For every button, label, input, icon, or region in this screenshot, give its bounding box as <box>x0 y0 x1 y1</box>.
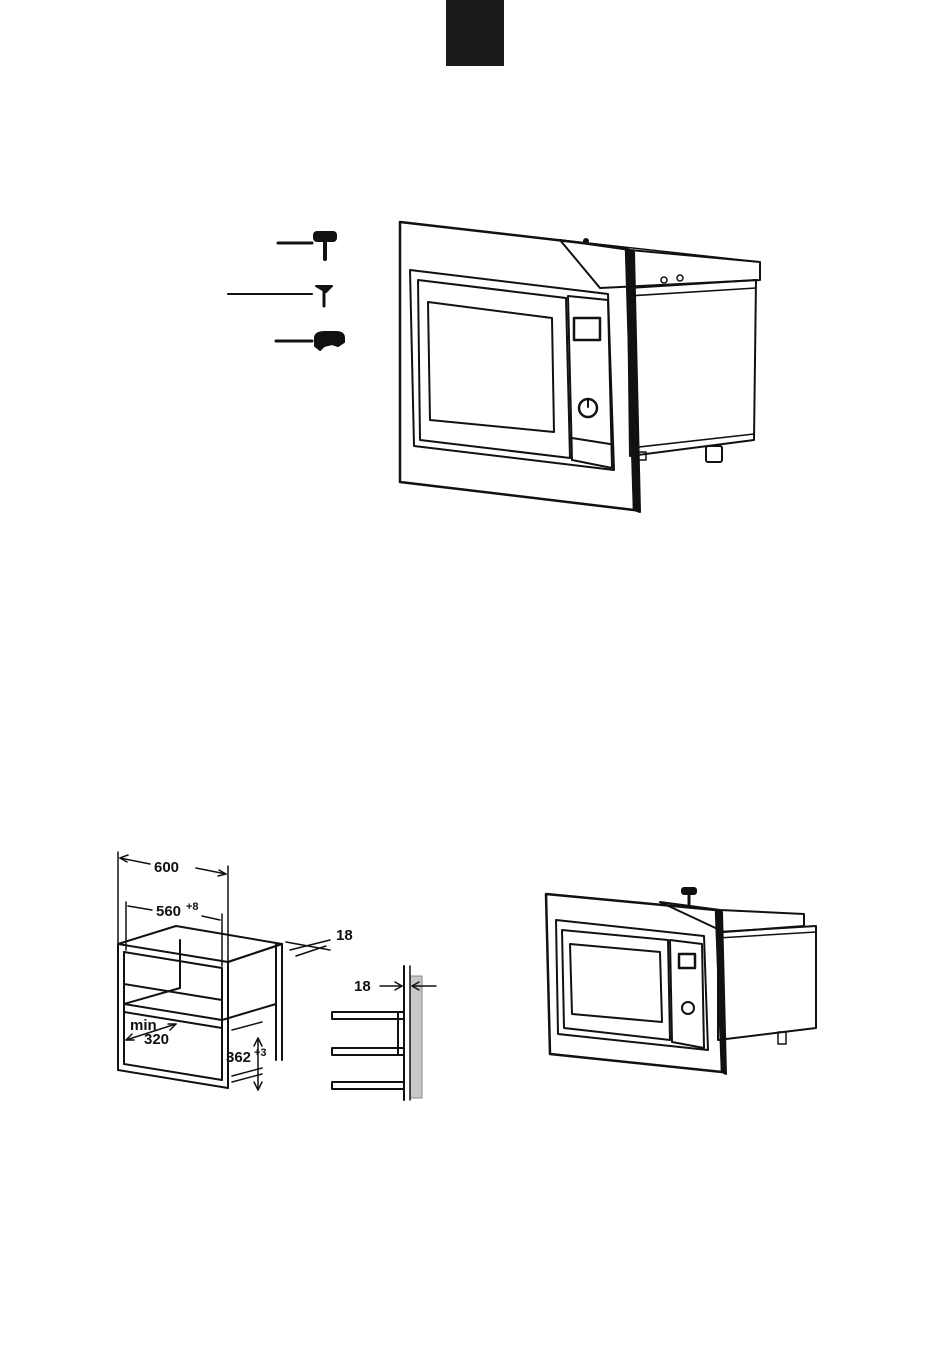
side-section <box>332 966 436 1100</box>
trim-frame <box>400 222 640 512</box>
cap-icon <box>315 332 344 350</box>
dimension-height-inner <box>232 1022 262 1090</box>
label-width-inner: 560 <box>156 903 181 920</box>
label-height-min-qualifier: min <box>130 1017 157 1034</box>
label-width-inner-tolerance: +8 <box>186 901 199 913</box>
microwave-body <box>560 239 760 462</box>
label-height-min: 320 <box>144 1031 169 1048</box>
fixing-screw-icon <box>682 888 696 904</box>
microwave-front <box>418 280 612 468</box>
part-knurled-fixing-screw <box>278 232 336 259</box>
installed-window <box>570 944 662 1022</box>
part-screw-cap <box>276 332 344 350</box>
thumb-screw-icon <box>314 232 336 259</box>
dimension-width-inner <box>126 902 222 966</box>
label-panel-thickness: 18 <box>336 927 353 944</box>
dimension-width-total <box>118 852 228 962</box>
installed-body <box>660 902 816 1044</box>
control-display <box>574 318 600 340</box>
screw-icon <box>316 286 332 306</box>
installed-knob-icon <box>682 1002 694 1014</box>
label-height-inner-tolerance: +3 <box>254 1047 267 1059</box>
dimension-panel-thickness <box>286 940 330 956</box>
dimension-height-min <box>126 1024 176 1040</box>
cabinet-box <box>118 926 282 1088</box>
label-height-inner: 362 <box>226 1049 251 1066</box>
label-width-total: 600 <box>154 859 179 876</box>
microwave-window <box>428 302 554 432</box>
control-knob-icon <box>579 399 597 417</box>
label-side-thickness: 18 <box>354 978 371 995</box>
part-mounting-screw <box>228 286 332 306</box>
installed-frame <box>546 894 726 1074</box>
installed-front <box>562 930 704 1048</box>
installation-overview-diagram <box>0 0 950 560</box>
